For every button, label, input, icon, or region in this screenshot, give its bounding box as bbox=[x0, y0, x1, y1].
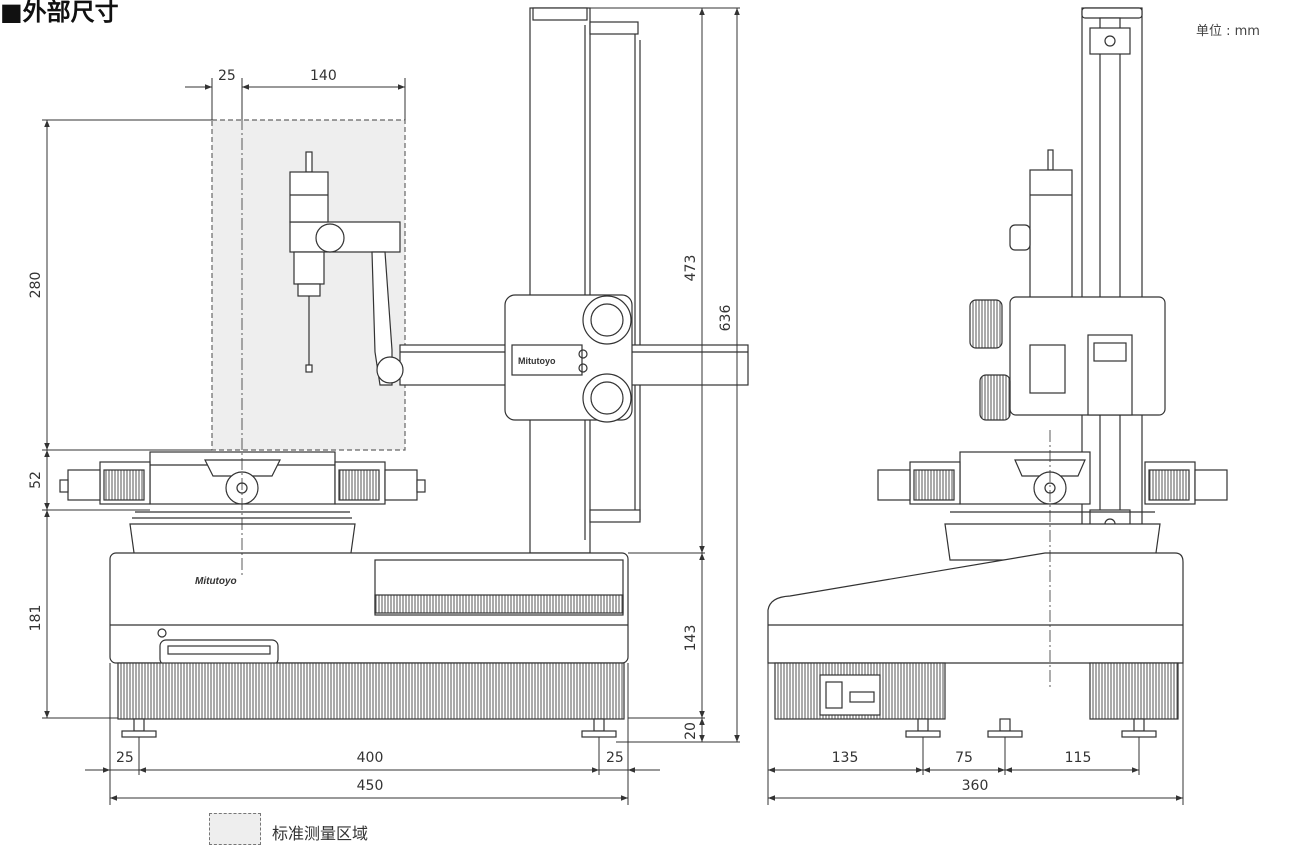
dim-total-height: 636 bbox=[718, 305, 734, 332]
dim-foot-inset-right: 25 bbox=[606, 750, 624, 766]
dim-total-width: 450 bbox=[357, 778, 384, 794]
base-brand-label: Mitutoyo bbox=[195, 576, 237, 587]
dim-table-height: 52 bbox=[28, 471, 44, 489]
side-view bbox=[767, 7, 1228, 738]
legend-swatch bbox=[209, 813, 261, 845]
dim-side-total: 360 bbox=[962, 778, 989, 794]
probe-body bbox=[289, 171, 329, 223]
dim-base-upper: 143 bbox=[683, 625, 699, 652]
dim-side-seg2: 75 bbox=[955, 750, 973, 766]
brand-label: Mitutoyo bbox=[518, 356, 556, 366]
legend-label: 标准测量区域 bbox=[272, 824, 369, 843]
dim-side-seg3: 115 bbox=[1065, 750, 1092, 766]
dim-foot-height: 20 bbox=[683, 722, 699, 740]
dim-probe-offset: 25 bbox=[218, 68, 236, 84]
dim-area-height: 280 bbox=[28, 272, 44, 299]
dim-area-width: 140 bbox=[310, 68, 337, 84]
side-base bbox=[767, 552, 1184, 664]
dim-column-height: 473 bbox=[683, 255, 699, 282]
dim-side-seg1: 135 bbox=[832, 750, 859, 766]
dim-foot-span: 400 bbox=[357, 750, 384, 766]
front-view: Mitutoyo bbox=[59, 7, 749, 738]
base-fins bbox=[117, 662, 625, 720]
page-title: ■外部尺寸 bbox=[0, 0, 119, 26]
dim-foot-inset-left: 25 bbox=[116, 750, 134, 766]
unit-label: 单位 : mm bbox=[1196, 24, 1260, 39]
column bbox=[529, 7, 591, 554]
dim-base-height: 181 bbox=[28, 605, 44, 632]
